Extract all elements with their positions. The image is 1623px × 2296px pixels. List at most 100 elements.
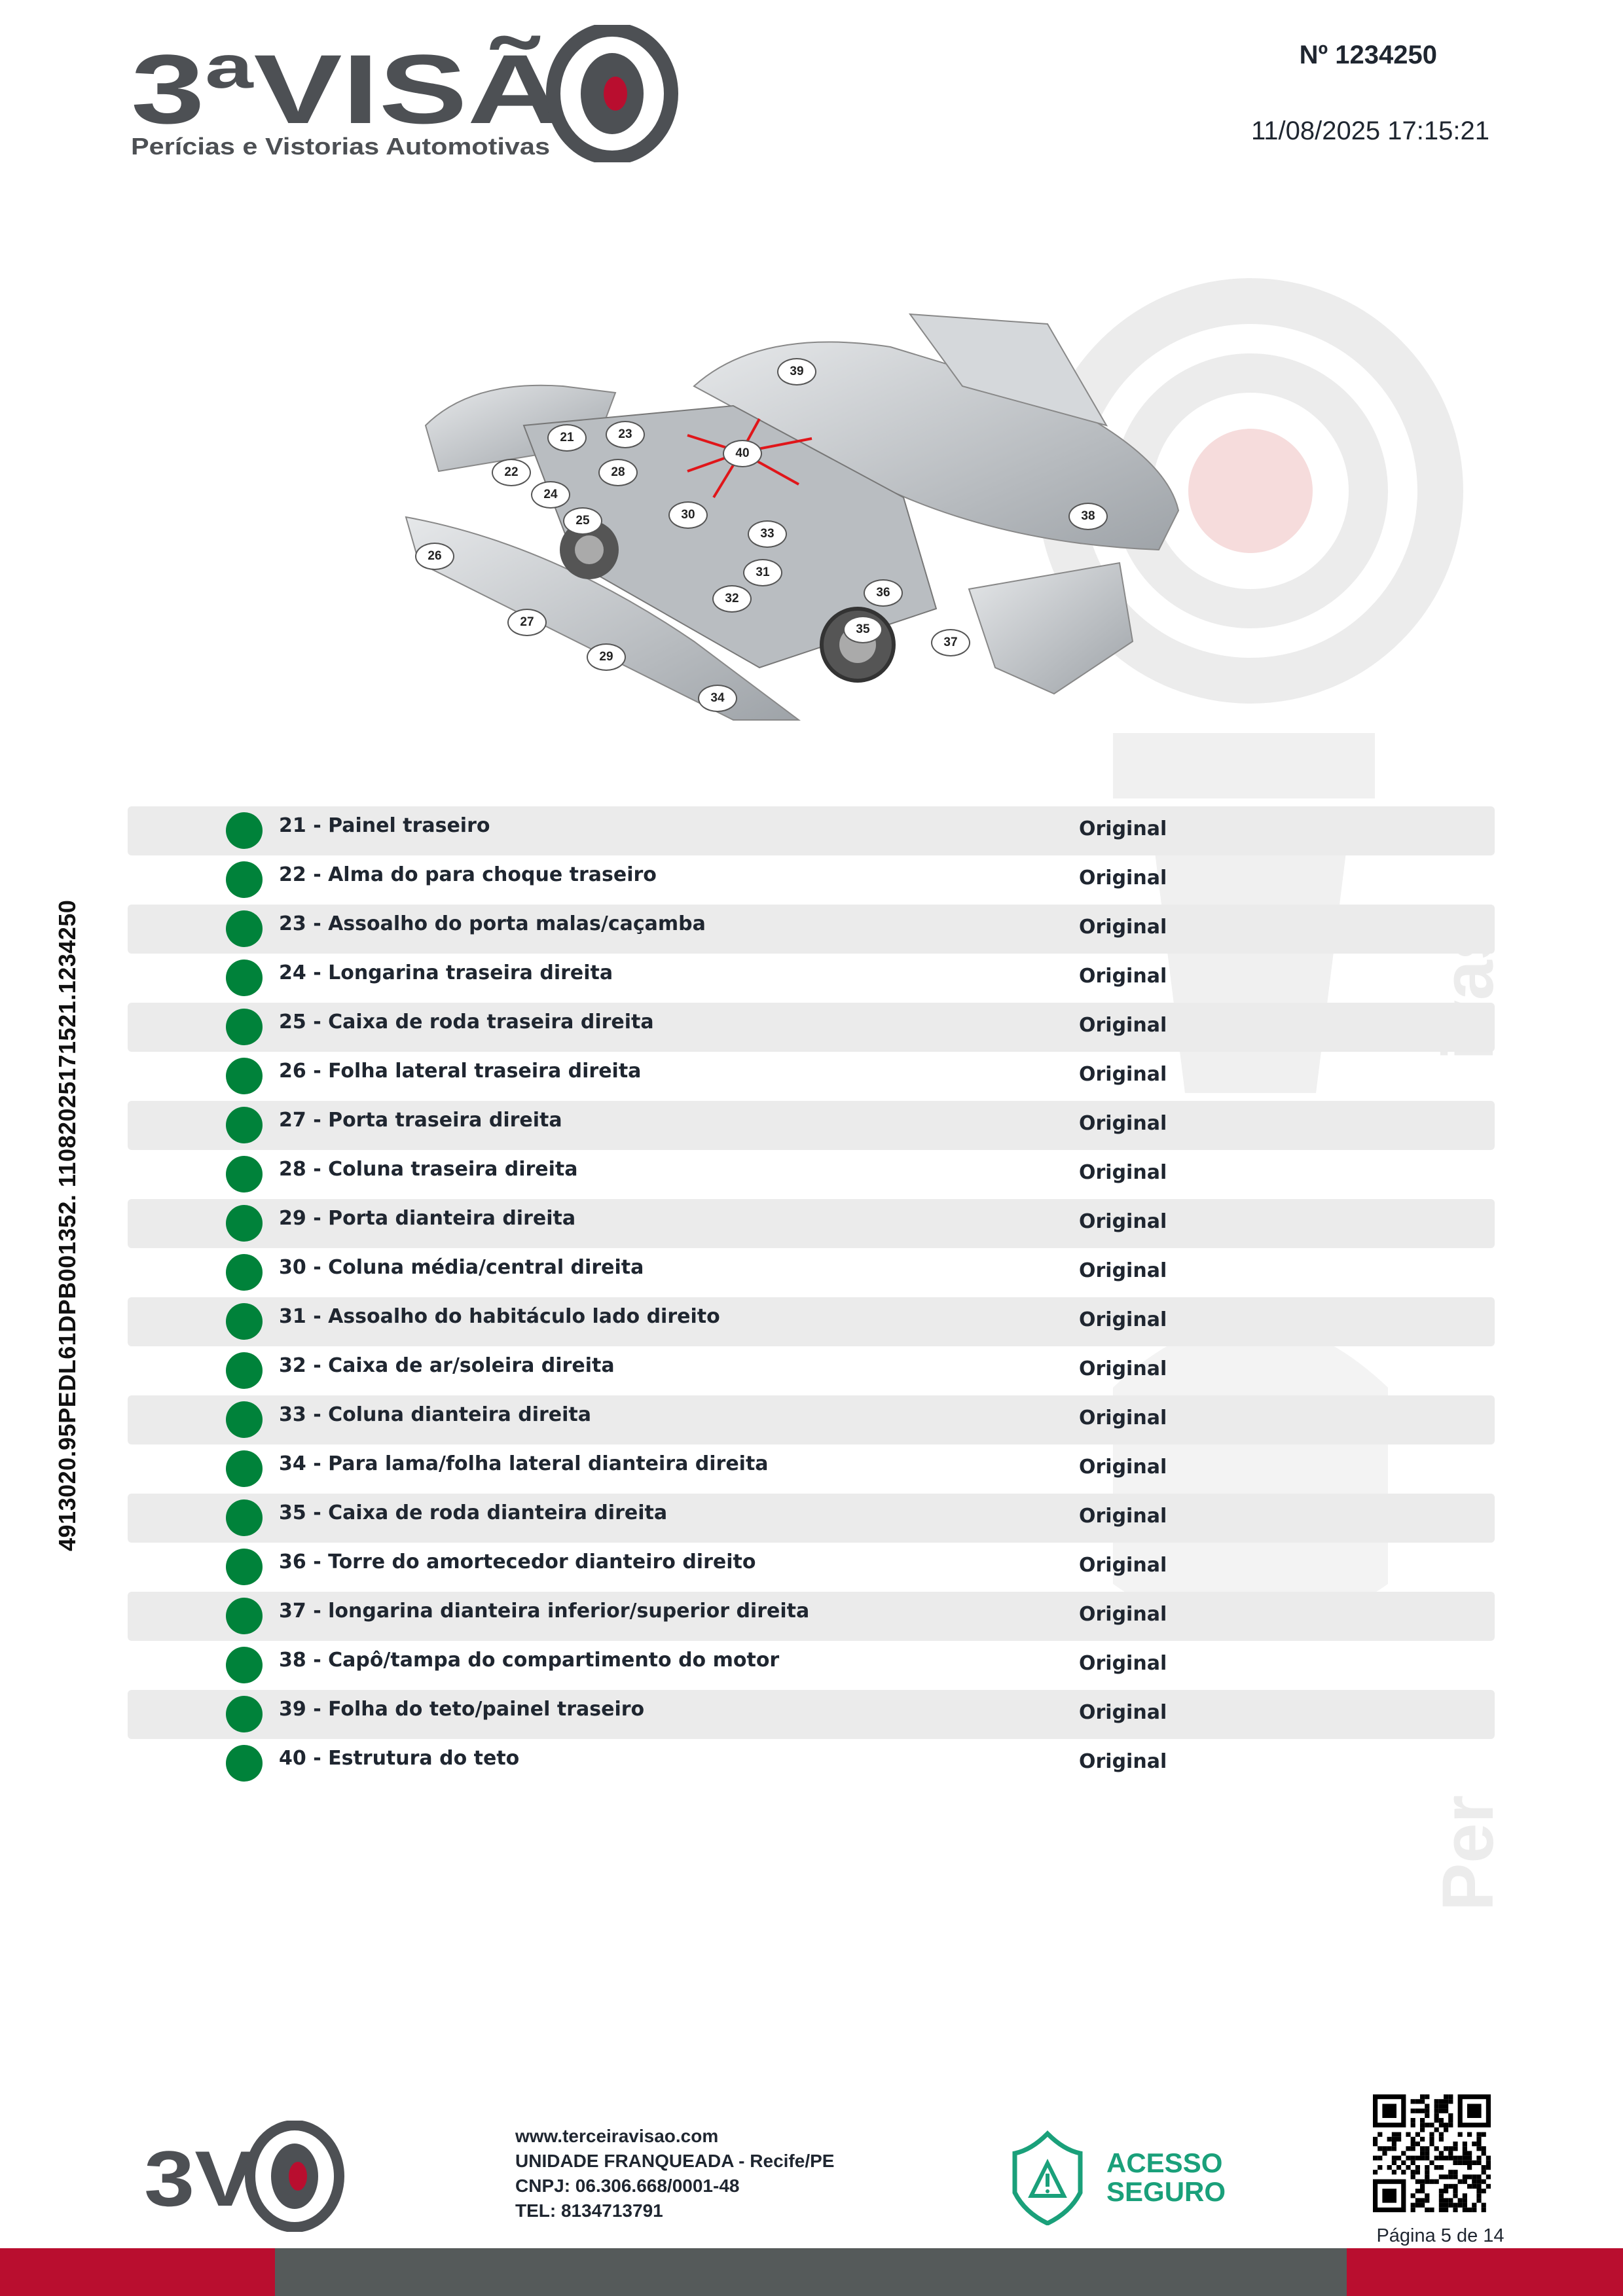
callout-27: 27 <box>507 609 547 636</box>
list-item: 34 - Para lama/folha lateral dianteira d… <box>128 1444 1495 1494</box>
part-label: 31 - Assoalho do habitáculo lado direito <box>279 1305 720 1328</box>
callout-24: 24 <box>531 481 570 509</box>
part-label: 22 - Alma do para choque traseiro <box>279 863 657 886</box>
list-item: 28 - Coluna traseira direita Original <box>128 1150 1495 1199</box>
svg-text:3V: 3V <box>144 2135 255 2223</box>
status-indicator-icon <box>226 1499 263 1536</box>
callout-39: 39 <box>777 358 816 386</box>
part-status: Original <box>1079 867 1167 889</box>
part-label: 29 - Porta dianteira direita <box>279 1207 576 1230</box>
status-indicator-icon <box>226 1107 263 1143</box>
list-item: 39 - Folha do teto/painel traseiro Origi… <box>128 1690 1495 1739</box>
part-status: Original <box>1079 1014 1167 1037</box>
status-indicator-icon <box>226 1352 263 1389</box>
callout-38: 38 <box>1068 503 1108 530</box>
website-link[interactable]: www.terceiravisao.com <box>515 2126 719 2146</box>
part-label: 21 - Painel traseiro <box>279 814 490 837</box>
list-item: 25 - Caixa de roda traseira direita Orig… <box>128 1003 1495 1052</box>
footer-bar-center <box>275 2248 1347 2296</box>
part-status: Original <box>1079 1357 1167 1380</box>
callout-34: 34 <box>698 685 737 712</box>
part-status: Original <box>1079 1701 1167 1724</box>
part-status: Original <box>1079 916 1167 939</box>
callout-35: 35 <box>843 616 883 643</box>
svg-text:Perícias e Vistorias Automotiv: Perícias e Vistorias Automotivas <box>131 133 550 160</box>
list-item: 31 - Assoalho do habitáculo lado direito… <box>128 1297 1495 1346</box>
car-parts-diagram: 39 21 23 40 22 28 24 25 30 33 38 26 31 3… <box>393 301 1192 733</box>
status-indicator-icon <box>226 1058 263 1094</box>
callout-29: 29 <box>587 643 626 671</box>
part-label: 28 - Coluna traseira direita <box>279 1158 578 1181</box>
callout-21: 21 <box>547 424 587 452</box>
status-indicator-icon <box>226 1156 263 1193</box>
footer-bar-right <box>1347 2248 1623 2296</box>
part-label: 40 - Estrutura do teto <box>279 1747 520 1770</box>
status-indicator-icon <box>226 960 263 996</box>
footer-bar-left <box>0 2248 275 2296</box>
document-datetime: 11/08/2025 17:15:21 <box>1250 117 1489 145</box>
qr-code[interactable] <box>1373 2094 1491 2212</box>
part-label: 38 - Capô/tampa do compartimento do moto… <box>279 1649 780 1672</box>
part-label: 36 - Torre do amortecedor dianteiro dire… <box>279 1551 756 1573</box>
status-indicator-icon <box>226 1450 263 1487</box>
part-status: Original <box>1079 1554 1167 1577</box>
part-label: 33 - Coluna dianteira direita <box>279 1403 591 1426</box>
part-label: 24 - Longarina traseira direita <box>279 961 613 984</box>
status-indicator-icon <box>226 1401 263 1438</box>
part-label: 26 - Folha lateral traseira direita <box>279 1060 642 1083</box>
part-status: Original <box>1079 1308 1167 1331</box>
list-item: 35 - Caixa de roda dianteira direita Ori… <box>128 1494 1495 1543</box>
callout-32: 32 <box>712 585 752 613</box>
part-status: Original <box>1079 1259 1167 1282</box>
status-indicator-icon <box>226 910 263 947</box>
part-status: Original <box>1079 1407 1167 1429</box>
part-status: Original <box>1079 817 1167 840</box>
part-label: 39 - Folha do teto/painel traseiro <box>279 1698 645 1721</box>
svg-text:3ªVISÃ: 3ªVISÃ <box>131 34 563 144</box>
part-status: Original <box>1079 1063 1167 1086</box>
status-indicator-icon <box>226 861 263 898</box>
part-status: Original <box>1079 1161 1167 1184</box>
callout-25: 25 <box>563 507 602 535</box>
part-status: Original <box>1079 1652 1167 1675</box>
part-label: 27 - Porta traseira direita <box>279 1109 562 1132</box>
status-indicator-icon <box>226 1303 263 1340</box>
part-label: 34 - Para lama/folha lateral dianteira d… <box>279 1452 769 1475</box>
callout-36: 36 <box>864 579 903 607</box>
document-verification-code: 4913020.95PEDL61DPB001352. 1108202517152… <box>54 899 81 1551</box>
list-item: 24 - Longarina traseira direita Original <box>128 954 1495 1003</box>
footer-logo: 3V <box>144 2121 344 2232</box>
secure-access-badge: ACESSO SEGURO <box>1106 2147 1226 2207</box>
status-indicator-icon <box>226 1254 263 1291</box>
part-status: Original <box>1079 1505 1167 1528</box>
part-status: Original <box>1079 1112 1167 1135</box>
list-item: 32 - Caixa de ar/soleira direita Origina… <box>128 1346 1495 1395</box>
callout-22: 22 <box>492 459 531 486</box>
callout-33: 33 <box>748 520 787 548</box>
status-indicator-icon <box>226 1009 263 1045</box>
part-label: 37 - longarina dianteira inferior/superi… <box>279 1600 810 1623</box>
franchise-unit: UNIDADE FRANQUEADA - Recife/PE <box>515 2151 835 2171</box>
list-item: 36 - Torre do amortecedor dianteiro dire… <box>128 1543 1495 1592</box>
callout-23: 23 <box>606 421 645 448</box>
page-number: Página 5 de 14 <box>1376 2225 1504 2246</box>
footer-company-info: www.terceiravisao.com UNIDADE FRANQUEADA… <box>515 2124 834 2223</box>
list-item: 27 - Porta traseira direita Original <box>128 1101 1495 1150</box>
part-status: Original <box>1079 1210 1167 1233</box>
company-logo: 3ªVISÃ Perícias e Vistorias Automotivas <box>131 25 678 162</box>
callout-37: 37 <box>931 629 970 656</box>
status-indicator-icon <box>226 812 263 849</box>
part-label: 30 - Coluna média/central direita <box>279 1256 644 1279</box>
callout-30: 30 <box>668 501 708 529</box>
callout-28: 28 <box>598 459 638 486</box>
status-indicator-icon <box>226 1647 263 1683</box>
part-status: Original <box>1079 1750 1167 1773</box>
telephone: TEL: 8134713791 <box>515 2200 663 2221</box>
status-indicator-icon <box>226 1549 263 1585</box>
watermark-text: Per <box>1428 1795 1508 1911</box>
status-indicator-icon <box>226 1696 263 1732</box>
parts-status-list: 21 - Painel traseiro Original 22 - Alma … <box>128 806 1495 1788</box>
part-status: Original <box>1079 965 1167 988</box>
list-item: 23 - Assoalho do porta malas/caçamba Ori… <box>128 905 1495 954</box>
callout-31: 31 <box>743 559 782 586</box>
